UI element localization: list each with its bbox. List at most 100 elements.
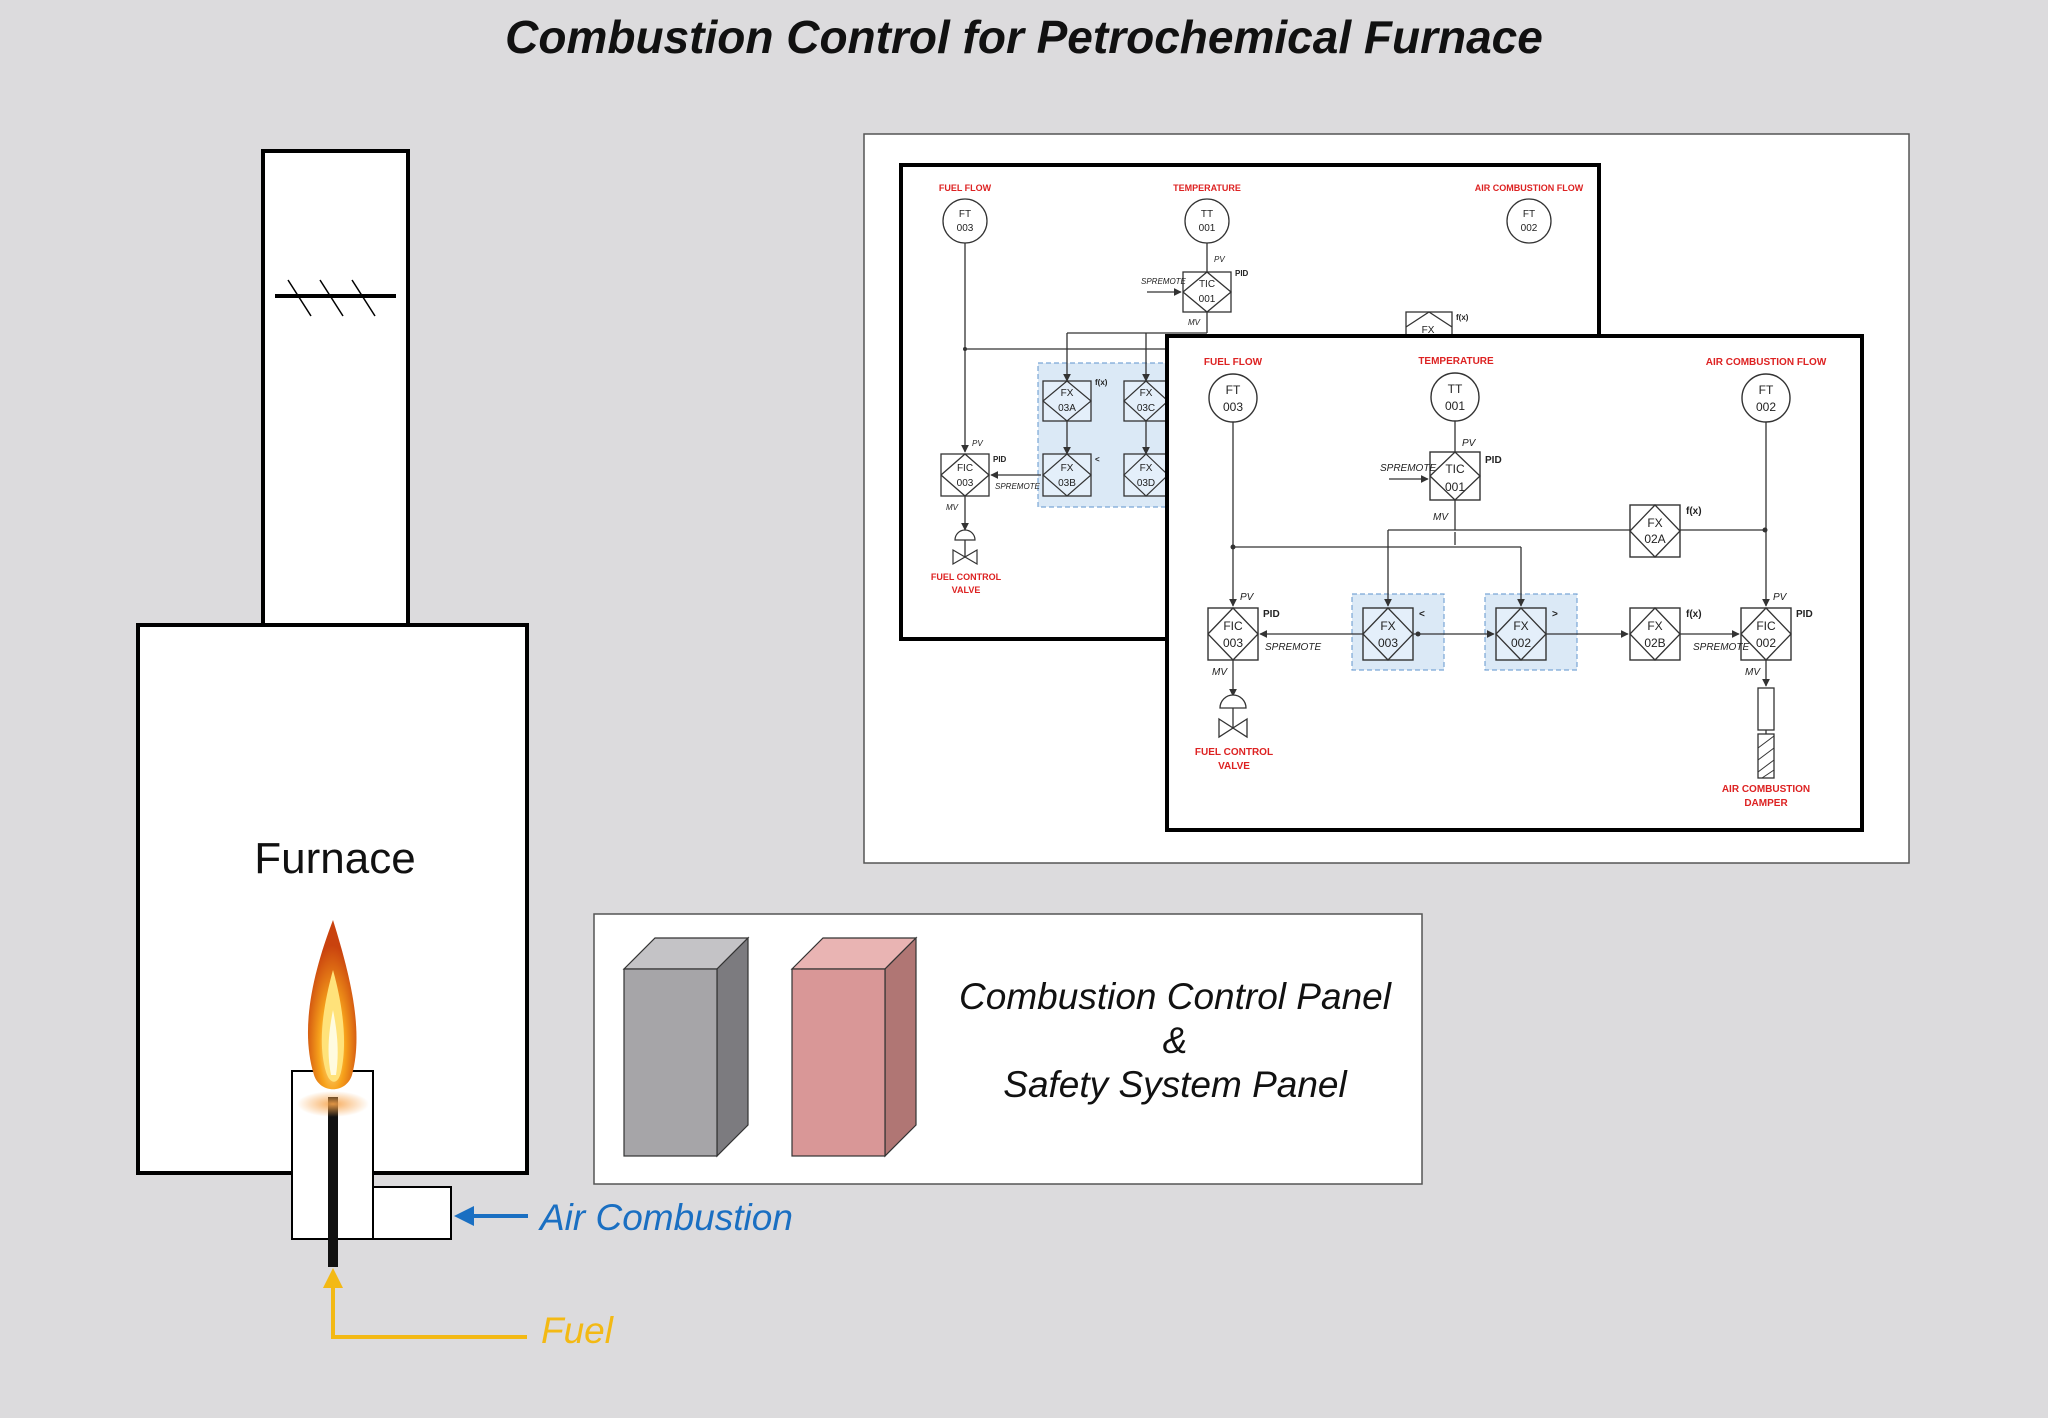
pid-diagram-box: FUEL FLOW TEMPERATURE AIR COMBUSTION FLO… bbox=[863, 133, 1910, 864]
svg-text:<: < bbox=[1419, 609, 1425, 620]
svg-text:MV: MV bbox=[1212, 667, 1228, 678]
back-fuel-flow-label: FUEL FLOW bbox=[939, 183, 992, 193]
svg-text:VALVE: VALVE bbox=[1218, 761, 1250, 772]
svg-text:>: > bbox=[1552, 609, 1558, 620]
svg-text:f(x): f(x) bbox=[1095, 378, 1108, 387]
svg-text:03C: 03C bbox=[1137, 403, 1155, 414]
front-temperature-label: TEMPERATURE bbox=[1418, 356, 1494, 367]
front-fx003: FX 003 bbox=[1362, 607, 1414, 661]
fuel-arrow bbox=[323, 1268, 527, 1339]
furnace-label: Furnace bbox=[254, 834, 415, 883]
air-inlet-duct bbox=[372, 1186, 452, 1240]
svg-text:PID: PID bbox=[1263, 609, 1280, 620]
svg-text:DAMPER: DAMPER bbox=[1744, 798, 1788, 809]
svg-text:FX: FX bbox=[1422, 325, 1435, 336]
svg-text:001: 001 bbox=[1199, 294, 1216, 305]
svg-text:TT: TT bbox=[1448, 382, 1463, 396]
svg-text:MV: MV bbox=[946, 503, 959, 512]
svg-text:MV: MV bbox=[1745, 667, 1761, 678]
svg-text:VALVE: VALVE bbox=[952, 585, 981, 595]
svg-text:SPREMOTE: SPREMOTE bbox=[995, 482, 1041, 491]
svg-text:FX: FX bbox=[1061, 463, 1074, 474]
svg-text:001: 001 bbox=[1445, 399, 1465, 413]
back-tt001: TT 001 bbox=[1184, 198, 1230, 244]
front-fuel-flow-label: FUEL FLOW bbox=[1204, 357, 1263, 368]
svg-text:003: 003 bbox=[957, 223, 974, 234]
svg-text:002: 002 bbox=[1521, 223, 1538, 234]
svg-text:SPREMOTE: SPREMOTE bbox=[1380, 463, 1436, 474]
front-fx02b: FX 02B bbox=[1629, 607, 1681, 661]
svg-text:FT: FT bbox=[1226, 383, 1241, 397]
furnace: Furnace Air Combustion Fuel bbox=[136, 149, 793, 1351]
svg-text:003: 003 bbox=[1378, 636, 1398, 650]
panel-label-line2: & bbox=[1163, 1020, 1188, 1061]
svg-text:PID: PID bbox=[1796, 609, 1813, 620]
svg-text:FX: FX bbox=[1647, 516, 1662, 530]
svg-text:f(x): f(x) bbox=[1456, 313, 1469, 322]
front-sheet: FUEL FLOW TEMPERATURE AIR COMBUSTION FLO… bbox=[1165, 334, 1864, 832]
svg-text:PV: PV bbox=[1240, 592, 1255, 603]
back-fx03c: FX 03C bbox=[1123, 380, 1169, 422]
svg-text:PV: PV bbox=[1462, 438, 1477, 449]
svg-text:FX: FX bbox=[1140, 463, 1153, 474]
svg-text:FUEL CONTROL: FUEL CONTROL bbox=[931, 572, 1002, 582]
svg-text:003: 003 bbox=[957, 478, 974, 489]
front-fx002: FX 002 bbox=[1495, 607, 1547, 661]
front-fx02a: FX 02A bbox=[1629, 504, 1681, 558]
svg-text:02A: 02A bbox=[1644, 532, 1665, 546]
red-cabinet bbox=[790, 936, 918, 1158]
svg-text:03D: 03D bbox=[1137, 478, 1155, 489]
front-tt001: TT 001 bbox=[1430, 372, 1480, 422]
svg-text:PV: PV bbox=[1773, 592, 1788, 603]
svg-text:FT: FT bbox=[1759, 383, 1774, 397]
svg-text:PV: PV bbox=[1214, 255, 1225, 264]
svg-text:002: 002 bbox=[1756, 636, 1776, 650]
svg-text:002: 002 bbox=[1756, 400, 1776, 414]
svg-text:f(x): f(x) bbox=[1686, 609, 1702, 620]
back-fx03a: FX 03A bbox=[1042, 380, 1092, 422]
svg-text:MV: MV bbox=[1433, 512, 1449, 523]
control-panel-box: Combustion Control Panel & Safety System… bbox=[593, 913, 1423, 1185]
svg-text:FX: FX bbox=[1647, 619, 1662, 633]
svg-text:FX: FX bbox=[1380, 619, 1395, 633]
svg-text:f(x): f(x) bbox=[1686, 506, 1702, 517]
back-fic003: FIC 003 bbox=[940, 453, 990, 497]
svg-text:003: 003 bbox=[1223, 636, 1243, 650]
svg-text:FT: FT bbox=[959, 209, 971, 220]
panel-label-line1: Combustion Control Panel bbox=[959, 976, 1393, 1017]
back-temperature-label: TEMPERATURE bbox=[1173, 183, 1241, 193]
svg-text:001: 001 bbox=[1199, 223, 1216, 234]
svg-text:02B: 02B bbox=[1644, 636, 1665, 650]
svg-text:FT: FT bbox=[1523, 209, 1535, 220]
svg-text:PID: PID bbox=[1485, 455, 1502, 466]
svg-text:FIC: FIC bbox=[1756, 619, 1776, 633]
svg-text:MV: MV bbox=[1188, 318, 1201, 327]
svg-text:PID: PID bbox=[1235, 269, 1249, 278]
svg-text:AIR COMBUSTION: AIR COMBUSTION bbox=[1722, 784, 1810, 795]
front-air-damper-icon bbox=[1757, 687, 1775, 779]
air-combustion-label: Air Combustion bbox=[538, 1197, 793, 1238]
svg-text:PV: PV bbox=[972, 439, 983, 448]
svg-text:001: 001 bbox=[1445, 480, 1465, 494]
fuel-label: Fuel bbox=[541, 1310, 615, 1351]
svg-text:FX: FX bbox=[1513, 619, 1528, 633]
back-ft002: FT 002 bbox=[1506, 198, 1552, 244]
svg-text:002: 002 bbox=[1511, 636, 1531, 650]
svg-text:TT: TT bbox=[1201, 209, 1213, 220]
svg-text:PID: PID bbox=[993, 455, 1007, 464]
svg-text:FUEL CONTROL: FUEL CONTROL bbox=[1195, 747, 1273, 758]
front-fic002: FIC 002 bbox=[1740, 607, 1792, 661]
gray-cabinet bbox=[622, 936, 750, 1158]
back-fx03b: FX 03B bbox=[1042, 453, 1092, 497]
svg-text:SPREMOTE: SPREMOTE bbox=[1693, 642, 1749, 653]
panel-label-line3: Safety System Panel bbox=[1003, 1064, 1348, 1105]
svg-text:SPREMOTE: SPREMOTE bbox=[1265, 642, 1321, 653]
svg-text:03B: 03B bbox=[1058, 478, 1076, 489]
front-ft002: FT 002 bbox=[1741, 373, 1791, 423]
back-fuel-valve-icon bbox=[952, 529, 978, 566]
page-title: Combustion Control for Petrochemical Fur… bbox=[505, 11, 1543, 63]
svg-text:FIC: FIC bbox=[1223, 619, 1243, 633]
chimney-damper-icon bbox=[275, 279, 396, 317]
front-tic001: TIC 001 bbox=[1429, 451, 1481, 501]
